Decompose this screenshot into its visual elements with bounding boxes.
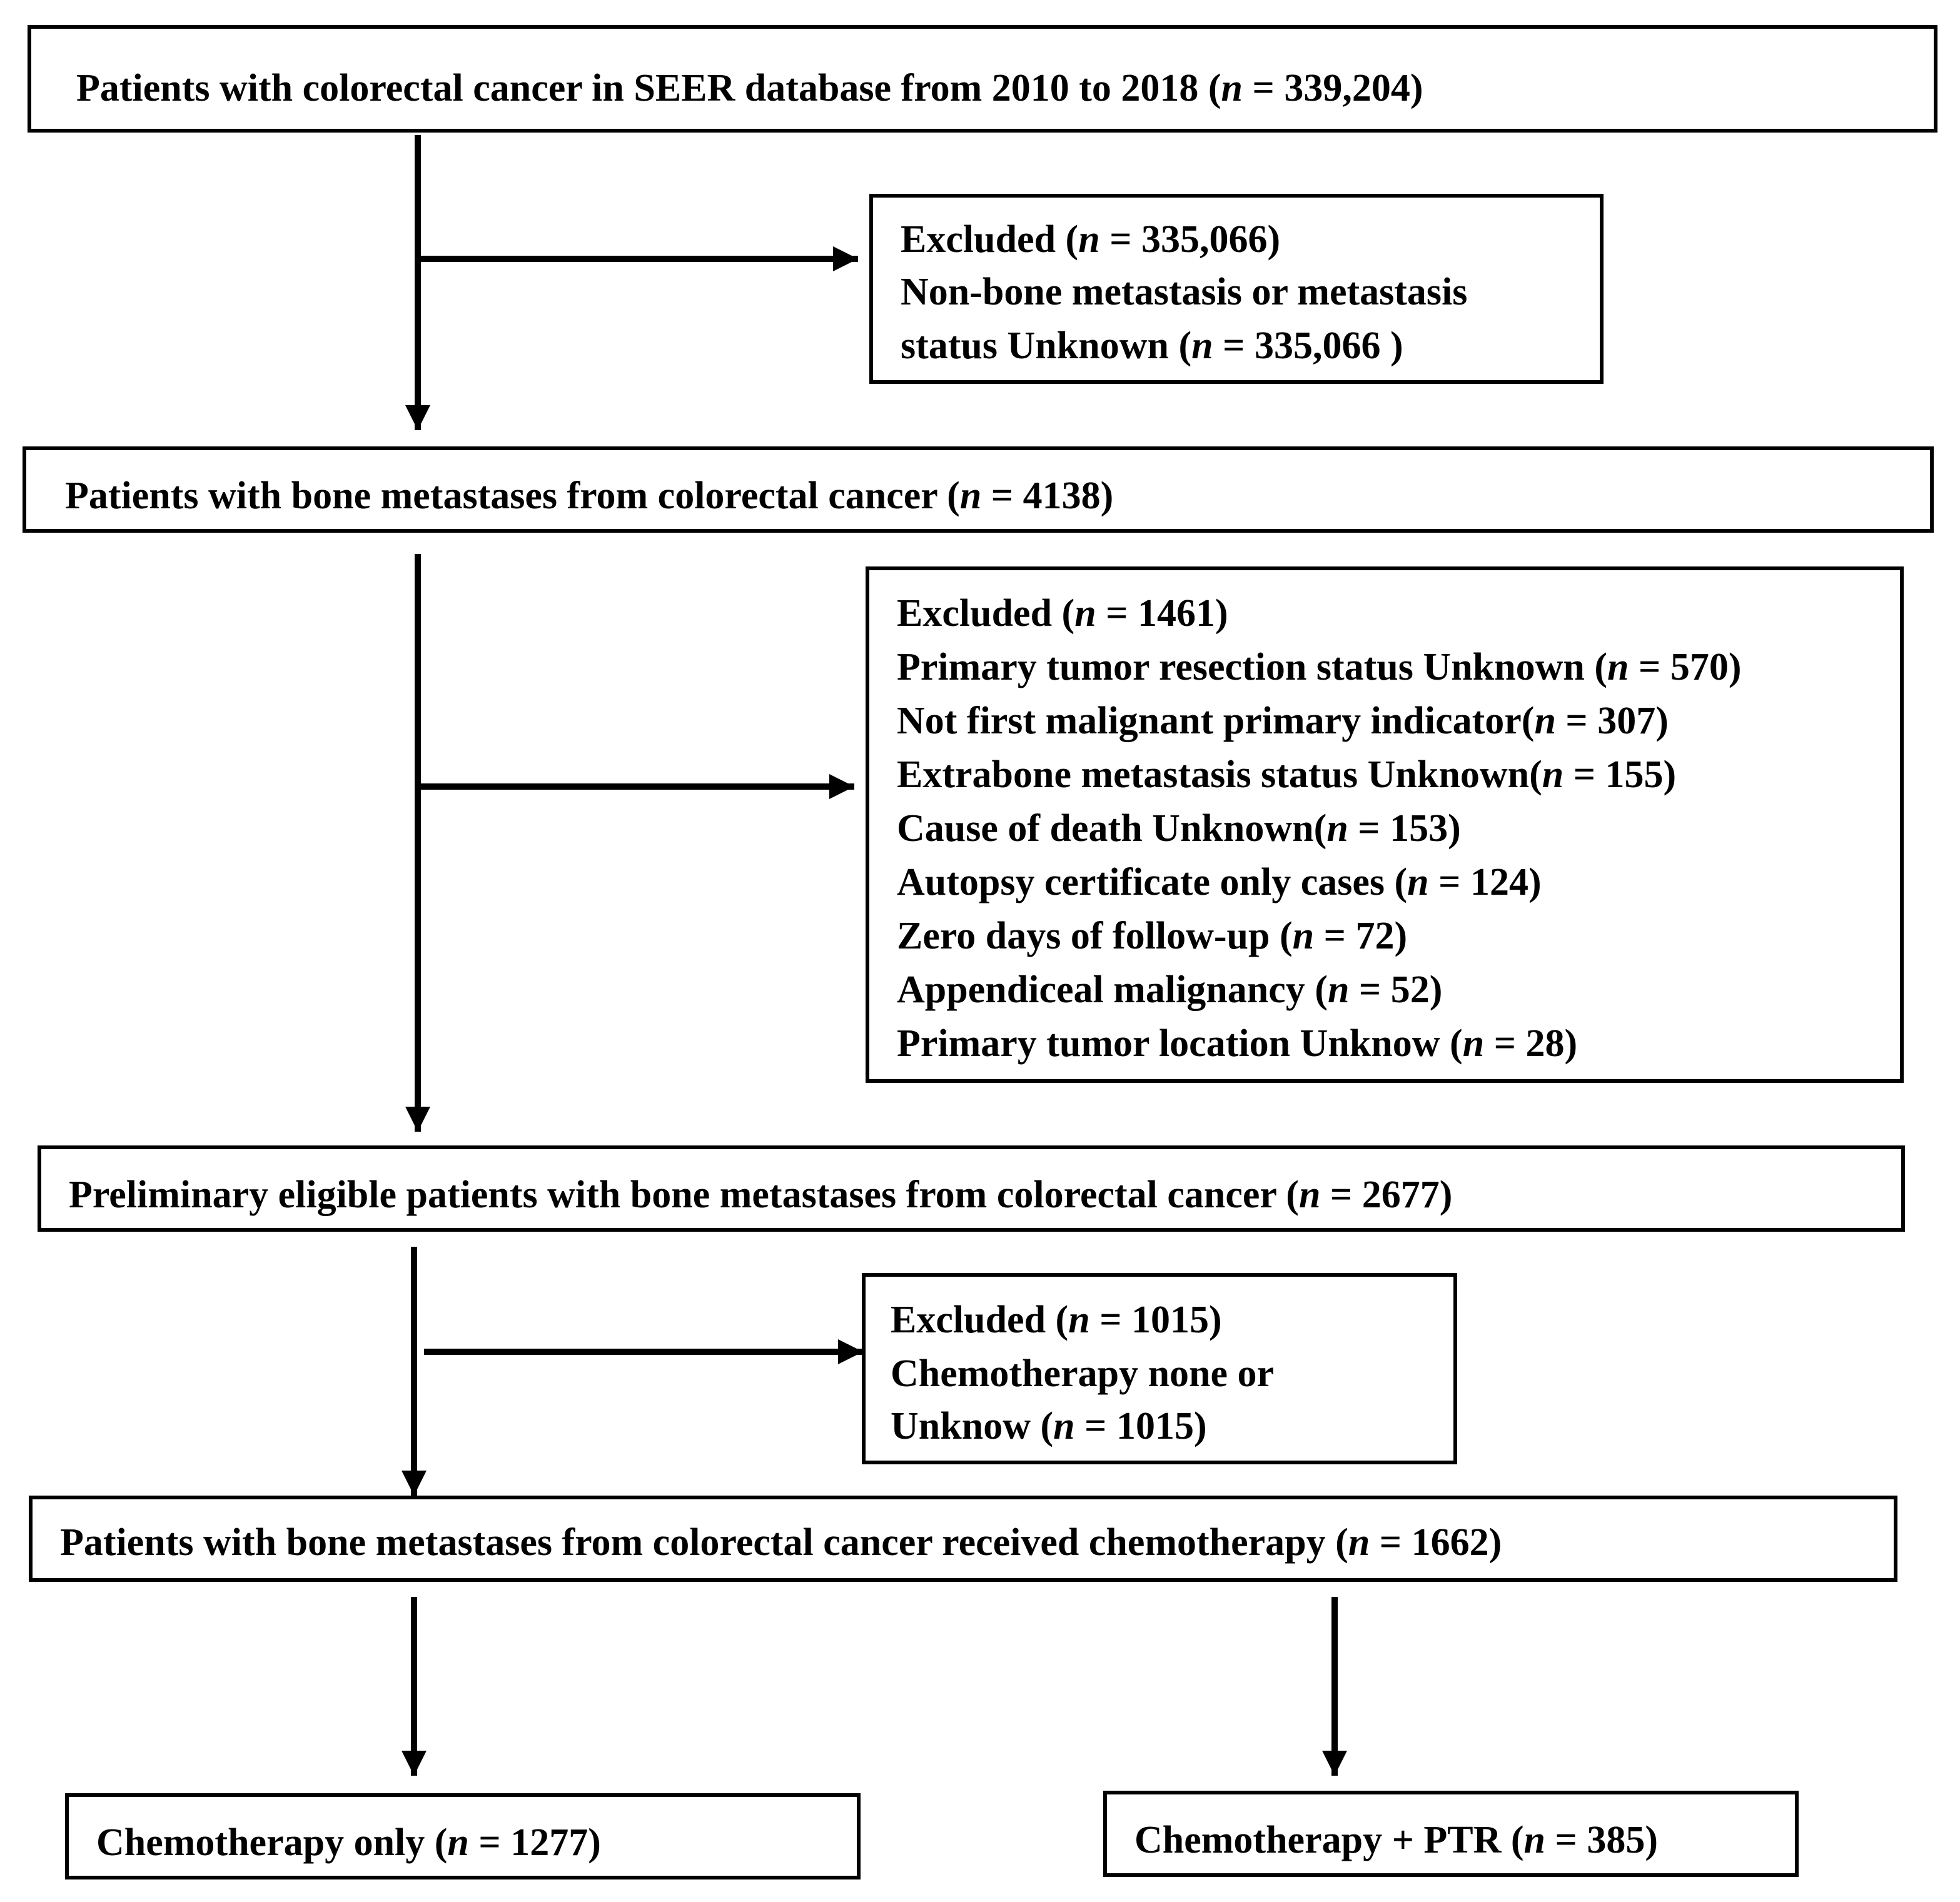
box-line: Excluded (n = 1461) xyxy=(897,592,1228,635)
box-line: Zero days of follow-up (n = 72) xyxy=(897,915,1408,957)
box-line: Excluded (n = 335,066) xyxy=(901,218,1281,261)
box-line: Chemotherapy only (n = 1277) xyxy=(96,1821,601,1864)
box-excluded-criteria: Excluded (n = 1461) Primary tumor resect… xyxy=(866,566,1904,1083)
box-line: Extrabone metastasis status Unknown(n = … xyxy=(897,753,1677,796)
box-line: Appendiceal malignancy (n = 52) xyxy=(897,969,1443,1011)
box-line: status Unknown (n = 335,066 ) xyxy=(901,325,1403,367)
box-bone-metastases: Patients with bone metastases from color… xyxy=(23,446,1934,533)
box-line: Primary tumor resection status Unknown (… xyxy=(897,646,1742,688)
box-line: Chemotherapy none or xyxy=(891,1352,1275,1395)
box-line: Patients with bone metastases from color… xyxy=(65,475,1114,517)
box-line: Unknow (n = 1015) xyxy=(891,1405,1207,1447)
box-excluded-chemotherapy: Excluded (n = 1015) Chemotherapy none or… xyxy=(862,1273,1457,1464)
box-line: Patients with bone metastases from color… xyxy=(60,1521,1502,1564)
box-excluded-non-bone: Excluded (n = 335,066) Non-bone metastas… xyxy=(869,194,1604,384)
box-line: Excluded (n = 1015) xyxy=(891,1299,1222,1341)
box-line: Not first malignant primary indicator(n … xyxy=(897,700,1669,742)
box-line: Non-bone metastasis or metastasis xyxy=(901,271,1468,313)
box-line: Preliminary eligible patients with bone … xyxy=(69,1174,1453,1216)
box-received-chemotherapy: Patients with bone metastases from color… xyxy=(29,1496,1897,1582)
box-line: Cause of death Unknown(n = 153) xyxy=(897,807,1461,850)
box-seer-patients: Patients with colorectal cancer in SEER … xyxy=(28,25,1937,133)
box-chemotherapy-only: Chemotherapy only (n = 1277) xyxy=(65,1793,861,1879)
box-line: Patients with colorectal cancer in SEER … xyxy=(76,67,1423,109)
box-line: Chemotherapy + PTR (n = 385) xyxy=(1134,1819,1659,1861)
box-preliminary-eligible: Preliminary eligible patients with bone … xyxy=(38,1145,1905,1232)
box-line: Primary tumor location Unknow (n = 28) xyxy=(897,1022,1578,1065)
box-line: Autopsy certificate only cases (n = 124) xyxy=(897,861,1542,903)
box-chemotherapy-ptr: Chemotherapy + PTR (n = 385) xyxy=(1103,1791,1799,1877)
